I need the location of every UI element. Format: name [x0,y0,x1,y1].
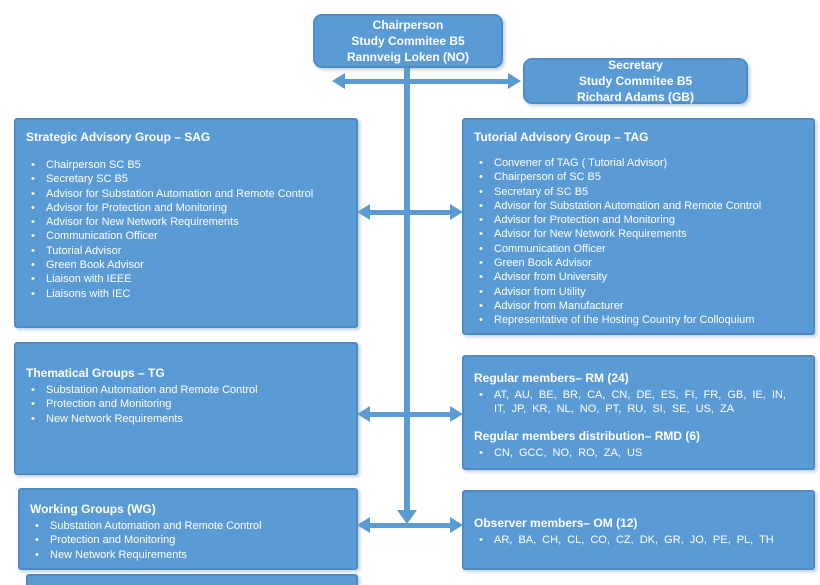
list-item: Secretary of SC B5 [474,185,803,200]
secretary-role: Secretary [608,58,663,72]
thematical-groups-box: Thematical Groups – TG Substation Automa… [14,342,358,475]
arrowhead-right-icon [508,73,521,89]
secretary-committee: Study Commitee B5 [578,74,693,88]
country-codes: AR, BA, CH, CL, CO, CZ, DK, GR, JO, PE, … [474,533,803,548]
om-title: Observer members– OM (12) [474,516,638,530]
chairperson-secretary-connector [332,73,521,89]
secretary-box: Secretary Study Commitee B5 Richard Adam… [523,58,748,104]
list-item: Advisor from University [474,270,803,285]
arrowhead-left-icon [357,406,370,422]
list-item: Advisor from Utility [474,285,803,300]
chairperson-role: Chairperson [372,18,444,32]
tg-list: Substation Automation and Remote Control… [26,383,346,426]
working-groups-box: Working Groups (WG) Substation Automatio… [18,488,358,570]
list-item: Secretary SC B5 [26,172,346,187]
main-vertical-connector [404,68,410,511]
list-item: Advisor for Substation Automation and Re… [26,187,346,202]
chairperson-person: Rannveig Loken (NO) [346,50,469,64]
tag-title: Tutorial Advisory Group – TAG [474,130,649,144]
rm-title: Regular members– RM (24) [474,371,629,385]
list-item: Communication Officer [474,242,803,257]
list-item: Liaison with IEEE [26,272,346,287]
chairperson-box: Chairperson Study Commitee B5 Rannveig L… [313,14,503,68]
arrowhead-right-icon [450,204,463,220]
country-codes: CN, GCC, NO, RO, ZA, US [474,446,803,461]
list-item: Tutorial Advisor [26,244,346,259]
arrow-shaft [368,209,452,215]
arrowhead-right-icon [450,406,463,422]
chairperson-committee: Study Commitee B5 [351,34,465,48]
arrowhead-left-icon [332,73,345,89]
regular-members-box: Regular members– RM (24) AT, AU, BE, BR,… [462,355,815,470]
list-item: Substation Automation and Remote Control [26,383,346,398]
list-item: Protection and Monitoring [30,533,346,548]
rmd-title: Regular members distribution– RMD (6) [474,428,701,443]
list-item: Protection and Monitoring [26,397,346,412]
rmd-list: CN, GCC, NO, RO, ZA, US [474,446,803,461]
arrow-shaft [368,411,452,417]
list-item: New Network Requirements [26,412,346,427]
list-item: Liaisons with IEC [26,287,346,302]
country-codes: AT, AU, BE, BR, CA, CN, DE, ES, FI, FR, … [474,388,803,417]
sag-list: Chairperson SC B5Secretary SC B5Advisor … [26,158,346,301]
sag-tag-connector [357,204,463,220]
list-item: Advisor for New Network Requirements [26,215,346,230]
arrowhead-left-icon [357,204,370,220]
wg-list: Substation Automation and Remote Control… [30,519,346,562]
arrow-shaft [343,78,510,84]
wg-title: Working Groups (WG) [30,502,156,516]
list-item: Substation Automation and Remote Control [30,519,346,534]
list-item: Communication Officer [26,229,346,244]
tg-title: Thematical Groups – TG [26,366,165,380]
list-item: Chairperson SC B5 [26,158,346,173]
down-arrowhead-icon [397,510,417,524]
list-item: Convener of TAG ( Tutorial Advisor) [474,156,803,171]
list-item: Advisor for Protection and Monitoring [474,213,803,228]
arrowhead-left-icon [357,517,370,533]
list-item: New Network Requirements [30,548,346,563]
list-item: Chairperson of SC B5 [474,170,803,185]
clipped-bottom-box [26,574,358,585]
om-list: AR, BA, CH, CL, CO, CZ, DK, GR, JO, PE, … [474,533,803,548]
tutorial-advisory-group-box: Tutorial Advisory Group – TAG Convener o… [462,118,815,335]
secretary-person: Richard Adams (GB) [577,90,694,104]
arrow-shaft [368,522,452,528]
list-item: Advisor from Manufacturer [474,299,803,314]
wg-om-connector [357,517,463,533]
strategic-advisory-group-box: Strategic Advisory Group – SAG Chairpers… [14,118,358,328]
tag-list: Convener of TAG ( Tutorial Advisor)Chair… [474,156,803,328]
list-item: Advisor for Protection and Monitoring [26,201,346,216]
rm-list: AT, AU, BE, BR, CA, CN, DE, ES, FI, FR, … [474,388,803,417]
arrowhead-right-icon [450,517,463,533]
observer-members-box: Observer members– OM (12) AR, BA, CH, CL… [462,490,815,570]
list-item: Green Book Advisor [26,258,346,273]
list-item: Advisor for Substation Automation and Re… [474,199,803,214]
list-item: Representative of the Hosting Country fo… [474,313,803,328]
tg-rm-connector [357,406,463,422]
sag-title: Strategic Advisory Group – SAG [26,130,211,144]
list-item: Green Book Advisor [474,256,803,271]
list-item: Advisor for New Network Requirements [474,227,803,242]
